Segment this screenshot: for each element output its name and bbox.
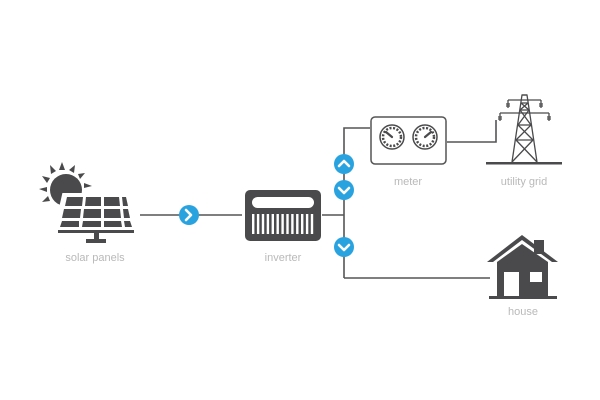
flow-badge-from-meter bbox=[334, 180, 354, 200]
panel-cells bbox=[60, 197, 132, 227]
solar-panel-sun-icon bbox=[39, 162, 139, 243]
inverter-vent-slat bbox=[310, 214, 314, 234]
panel-frame-bottom bbox=[58, 230, 134, 233]
gauge-left bbox=[379, 124, 405, 150]
gauge-right bbox=[412, 124, 438, 150]
inverter-vent-slat bbox=[261, 214, 265, 234]
house-door bbox=[504, 272, 519, 296]
inverter-vent-slat bbox=[281, 214, 284, 234]
panel-stand bbox=[94, 233, 99, 239]
inverter-vent-slat bbox=[271, 214, 274, 234]
flow-badge-to-house bbox=[334, 237, 354, 257]
flow-badge-solar-to-inverter bbox=[179, 205, 199, 225]
line-bus-vertical bbox=[343, 127, 370, 140]
label-utility-grid: utility grid bbox=[500, 176, 548, 188]
inverter-vent-slat bbox=[286, 214, 289, 234]
chevron-down-icon bbox=[337, 243, 351, 252]
label-inverter: inverter bbox=[264, 252, 302, 264]
inverter-vents bbox=[252, 214, 314, 234]
label-house: house bbox=[508, 306, 538, 318]
inverter-vent-slat bbox=[305, 214, 309, 234]
flow-badge-to-meter bbox=[334, 154, 354, 174]
house-roof bbox=[487, 235, 558, 262]
inverter-vent-slat bbox=[291, 214, 294, 234]
transmission-tower-icon bbox=[486, 94, 562, 165]
house-chimney bbox=[534, 240, 544, 254]
label-solar-panels: solar panels bbox=[65, 252, 125, 264]
house-window bbox=[530, 272, 542, 282]
house-foundation bbox=[489, 296, 557, 299]
chevron-up-icon bbox=[337, 159, 351, 168]
inverter-vent-slat bbox=[256, 214, 260, 234]
house-icon bbox=[487, 235, 558, 299]
panel-base bbox=[86, 239, 106, 243]
inverter-vent-slat bbox=[296, 214, 299, 234]
inverter-vent-slat bbox=[276, 214, 279, 234]
inverter-vent-slat bbox=[301, 214, 304, 234]
sun-rays bbox=[39, 162, 92, 202]
line-meter-to-grid bbox=[447, 120, 497, 143]
label-meter: meter bbox=[393, 176, 423, 188]
chevron-right-icon bbox=[184, 208, 193, 222]
inverter-vent-slat bbox=[266, 214, 270, 234]
chevron-down-icon bbox=[337, 186, 351, 195]
inverter-vent-slat bbox=[252, 214, 255, 234]
inverter-icon bbox=[245, 190, 321, 241]
dual-gauge-meter-icon bbox=[370, 116, 447, 165]
